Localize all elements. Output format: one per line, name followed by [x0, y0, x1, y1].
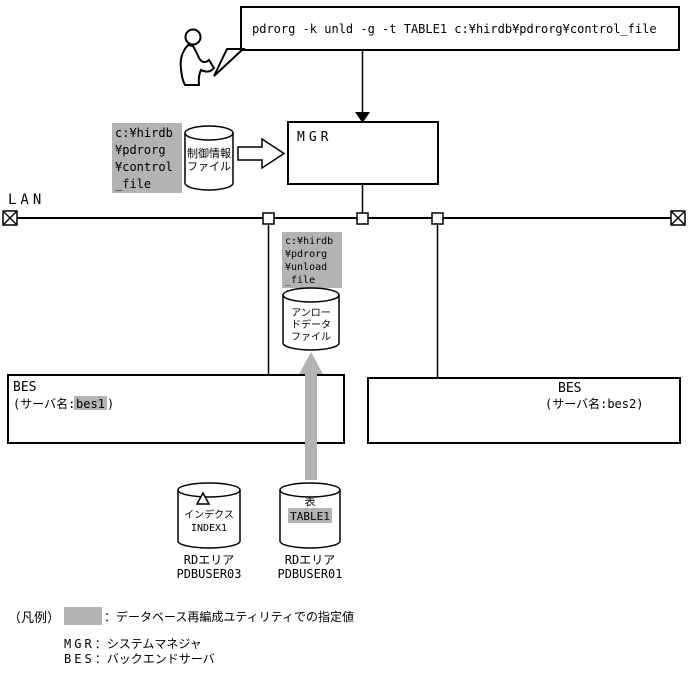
- unload-cylinder-label: ファイル: [291, 332, 331, 343]
- command-box: [240, 6, 680, 51]
- unload-file-path: c:¥hirdb ¥pdrorg ¥unload _file: [282, 232, 342, 288]
- control-file-path-line: _file: [115, 177, 151, 191]
- legend-mgr-abbr: MGR: [64, 637, 95, 651]
- table-name: TABLE1: [290, 510, 330, 523]
- lan-terminator-right-icon: [670, 210, 686, 226]
- unload-file-path-highlight: [282, 232, 342, 288]
- index-cylinder: インデクス INDEX1: [177, 482, 241, 549]
- speech-tail: [213, 48, 246, 77]
- control-file-path-line: ¥control: [115, 160, 173, 174]
- person-body: [179, 43, 216, 86]
- table-name-highlight: [288, 508, 332, 523]
- bes1-title: BES: [13, 380, 36, 395]
- index-cylinder-label: インデクス: [184, 508, 234, 521]
- control-file-cylinder: 制御情報 ファイル: [184, 125, 234, 191]
- command-text: pdrorg -k unld -g -t TABLE1 c:¥hirdb¥pdr…: [252, 22, 657, 36]
- table-kind-label: 表: [305, 494, 316, 508]
- table-cylinder: 表 TABLE1: [279, 482, 341, 549]
- unload-cylinder-label: アンロー: [291, 308, 331, 319]
- unload-file-path-line: ¥pdrorg: [285, 249, 327, 260]
- legend-bes-desc: ：バックエンドサーバ: [95, 652, 215, 666]
- person-icon: [179, 28, 216, 86]
- cylinder-top: [184, 125, 234, 141]
- unload-file-cylinder: アンロー ドデータ ファイル: [282, 287, 340, 351]
- legend-swatch: [64, 607, 102, 625]
- legend-title: （凡例）: [8, 611, 60, 626]
- cylinder-top: [177, 482, 241, 498]
- control-file-cylinder-label: 制御情報: [187, 146, 231, 160]
- table-rdarea-name: PDBUSER01: [277, 567, 342, 581]
- table-rdarea-label: RDエリア: [285, 553, 335, 567]
- unload-file-path-line: _file: [285, 275, 315, 286]
- bes1-server-prefix: (サーバ名:: [13, 396, 75, 411]
- bes1-server-name-highlight: [74, 396, 107, 410]
- bes2-box: [367, 377, 681, 444]
- lan-node-square-bes1: [262, 212, 275, 225]
- index-triangle-icon: [195, 491, 211, 505]
- lan-node-square-bes2: [431, 212, 444, 225]
- arrowhead-down-icon: [355, 112, 370, 123]
- unload-file-path-line: c:¥hirdb: [285, 236, 333, 247]
- unload-flow-arrow-icon: [299, 352, 323, 480]
- legend-bes-abbr: BES: [64, 652, 95, 666]
- mgr-label: MGR: [297, 130, 332, 145]
- lan-node-square-mgr: [356, 212, 369, 225]
- index-rdarea-name: PDBUSER03: [176, 567, 241, 581]
- index-cylinder-name: INDEX1: [191, 523, 227, 534]
- bes2-server-label: (サーバ名:bes2): [545, 396, 643, 411]
- block-arrow-right-icon: [237, 137, 286, 170]
- control-file-path: c:¥hirdb ¥pdrorg ¥control _file: [112, 123, 182, 193]
- unload-cylinder-label: ドデータ: [291, 318, 331, 331]
- legend-swatch-label: ：データベース再編成ユティリティでの指定値: [104, 609, 354, 624]
- bes1-server-suffix: ): [107, 397, 114, 411]
- legend-entry-bes: BES：バックエンドサーバ: [64, 652, 215, 666]
- bes2-title: BES: [558, 381, 581, 396]
- bes1-server-name: bes1: [76, 397, 105, 411]
- control-file-path-line: ¥pdrorg: [115, 143, 166, 157]
- legend-mgr-desc: ：システムマネジャ: [95, 637, 202, 651]
- control-file-path-highlight: [112, 123, 182, 193]
- lan-label: LAN: [8, 192, 45, 208]
- control-file-path-line: c:¥hirdb: [115, 126, 173, 140]
- legend-entry-mgr: MGR：システムマネジャ: [64, 637, 202, 651]
- lan-terminator-left-icon: [2, 210, 18, 226]
- command-to-mgr-arrow: [355, 50, 370, 123]
- unload-file-path-line: ¥unload: [285, 262, 327, 273]
- cylinder-top: [282, 287, 340, 303]
- person-head: [184, 28, 202, 46]
- index-rdarea-label: RDエリア: [184, 553, 234, 567]
- cylinder-top: [279, 482, 341, 498]
- control-file-cylinder-label: ファイル: [187, 160, 231, 173]
- bes1-box: [7, 374, 345, 444]
